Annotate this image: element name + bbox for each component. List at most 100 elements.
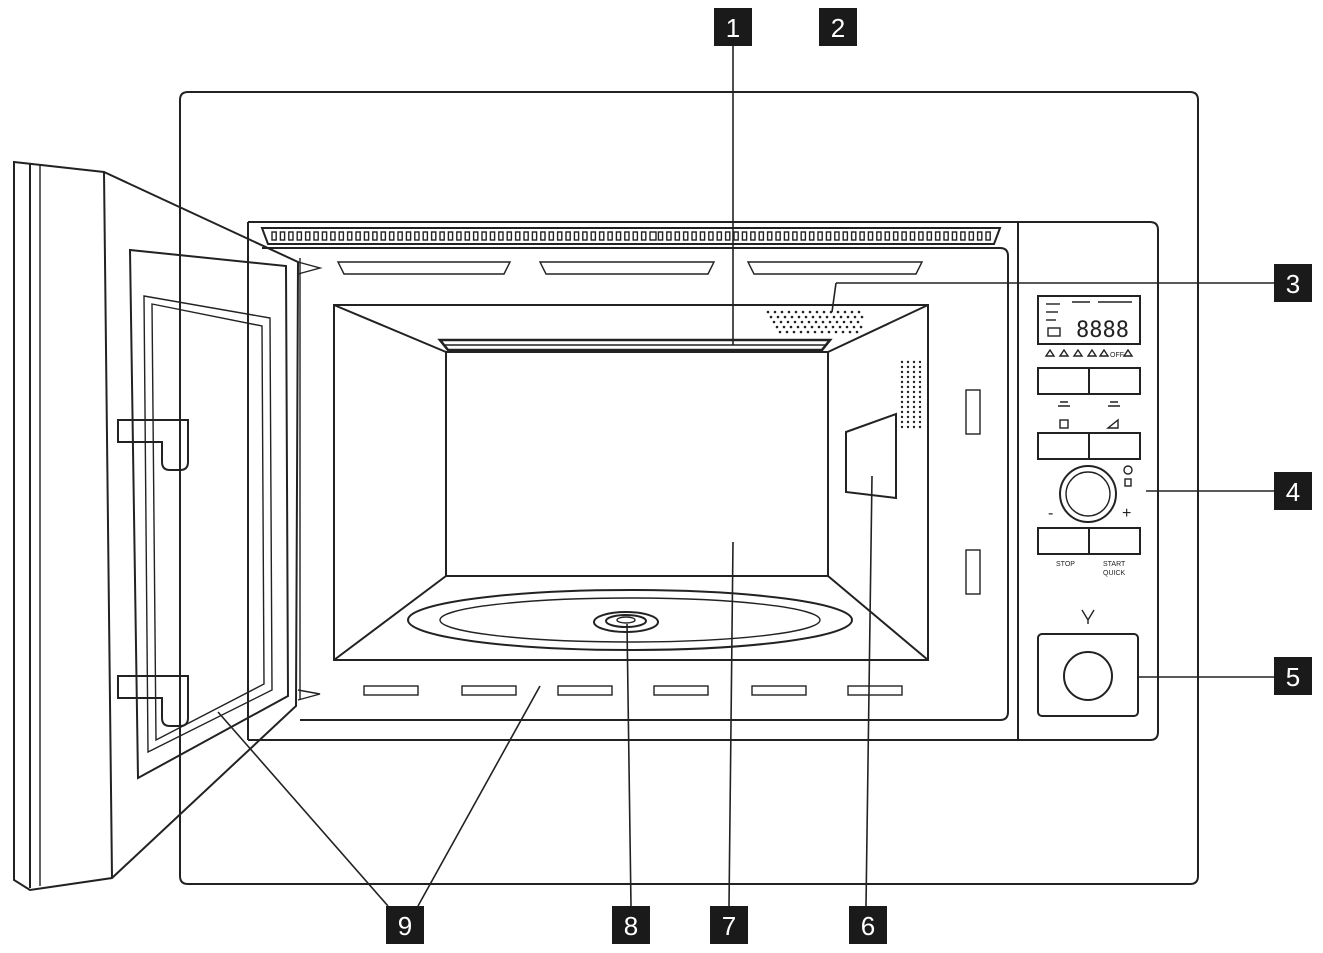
perf-hole <box>918 405 922 409</box>
vent-slot <box>615 231 622 241</box>
oven-cavity <box>333 304 929 661</box>
perf-hole <box>832 315 836 319</box>
vent-slot <box>901 231 907 241</box>
vent-slot <box>388 231 395 241</box>
perf-hole <box>900 425 904 429</box>
perf-hole <box>778 330 782 334</box>
callout-6: 6 <box>849 906 887 944</box>
vent-slot <box>640 231 647 241</box>
top-vent-grille <box>260 227 1002 245</box>
door-release-button[interactable] <box>1063 651 1113 701</box>
stop-label: STOP <box>1056 561 1075 568</box>
perf-hole <box>843 310 847 314</box>
stop-button[interactable] <box>1037 527 1090 555</box>
perf-hole <box>918 410 922 414</box>
combi-button[interactable] <box>1088 367 1141 395</box>
perf-hole <box>855 330 859 334</box>
perf-hole <box>900 390 904 394</box>
perf-hole <box>912 365 916 369</box>
grill-button[interactable] <box>1037 367 1090 395</box>
vent-slot <box>892 231 899 241</box>
grill-icon <box>1058 401 1070 407</box>
vent-slot <box>876 231 882 241</box>
perf-hole <box>814 320 818 324</box>
callout-8: 8 <box>612 906 650 944</box>
perf-hole <box>787 310 791 314</box>
perf-hole <box>906 365 910 369</box>
vent-slot <box>741 231 748 241</box>
function-icon <box>1044 348 1056 357</box>
vent-slot <box>464 231 471 241</box>
perf-hole <box>860 315 864 319</box>
vent-slot <box>766 231 773 241</box>
perf-hole <box>912 400 916 404</box>
perf-hole <box>828 320 832 324</box>
vent-slot <box>808 231 815 241</box>
vent-slot <box>976 231 983 241</box>
vent-slot <box>926 231 933 241</box>
perf-hole <box>790 315 794 319</box>
perf-hole <box>918 390 922 394</box>
weight-button[interactable] <box>1088 432 1141 460</box>
perf-hole <box>912 425 916 429</box>
side-perforation <box>900 360 922 429</box>
perf-hole <box>856 320 860 324</box>
perf-hole <box>906 380 910 384</box>
bottom-slot <box>461 685 517 696</box>
callout-3: 3 <box>1274 264 1312 302</box>
perf-hole <box>857 310 861 314</box>
perf-hole <box>850 310 854 314</box>
vent-slot <box>380 231 387 241</box>
vent-slot <box>447 231 454 241</box>
perf-hole <box>900 360 904 364</box>
perf-hole <box>800 320 804 324</box>
vent-slot <box>632 231 639 241</box>
oven-body <box>247 221 1159 741</box>
control-dial[interactable] <box>1059 465 1117 523</box>
perf-hole <box>900 385 904 389</box>
vent-slot <box>472 231 479 241</box>
perf-hole <box>852 325 856 329</box>
perf-hole <box>918 415 922 419</box>
perf-hole <box>786 320 790 324</box>
vent-slot <box>968 231 975 241</box>
outer-frame <box>179 91 1199 885</box>
vent-slot <box>397 231 403 241</box>
perf-hole <box>797 315 801 319</box>
perf-hole <box>906 385 910 389</box>
vent-slot <box>716 231 723 241</box>
vent-slot <box>548 231 555 241</box>
vent-slot <box>691 231 697 241</box>
perf-hole <box>900 370 904 374</box>
lcd-digits: 8888 <box>1076 318 1129 343</box>
perf-hole <box>900 375 904 379</box>
start-button[interactable] <box>1088 527 1141 555</box>
perf-hole <box>912 405 916 409</box>
perf-hole <box>834 330 838 334</box>
perf-hole <box>853 315 857 319</box>
vent-slot <box>439 231 445 241</box>
perf-hole <box>912 380 916 384</box>
perf-hole <box>796 325 800 329</box>
perf-hole <box>820 330 824 334</box>
door <box>13 160 323 892</box>
defrost-button[interactable] <box>1037 432 1090 460</box>
perf-hole <box>815 310 819 314</box>
perf-hole <box>836 310 840 314</box>
perf-hole <box>782 325 786 329</box>
perf-hole <box>772 320 776 324</box>
vent-slot <box>565 231 571 241</box>
callout-4: 4 <box>1274 472 1312 510</box>
vent-slot <box>884 231 891 241</box>
perf-hole <box>918 425 922 429</box>
vent-slot <box>540 231 546 241</box>
off-label: OFF <box>1110 352 1124 359</box>
bottom-slot <box>363 685 419 696</box>
vent-slot <box>288 231 294 241</box>
vent-slot <box>598 231 605 241</box>
svg-text:3: 3 <box>1286 269 1300 299</box>
svg-text:7: 7 <box>722 911 736 941</box>
clock-icon <box>1123 465 1133 475</box>
perf-hole <box>811 315 815 319</box>
